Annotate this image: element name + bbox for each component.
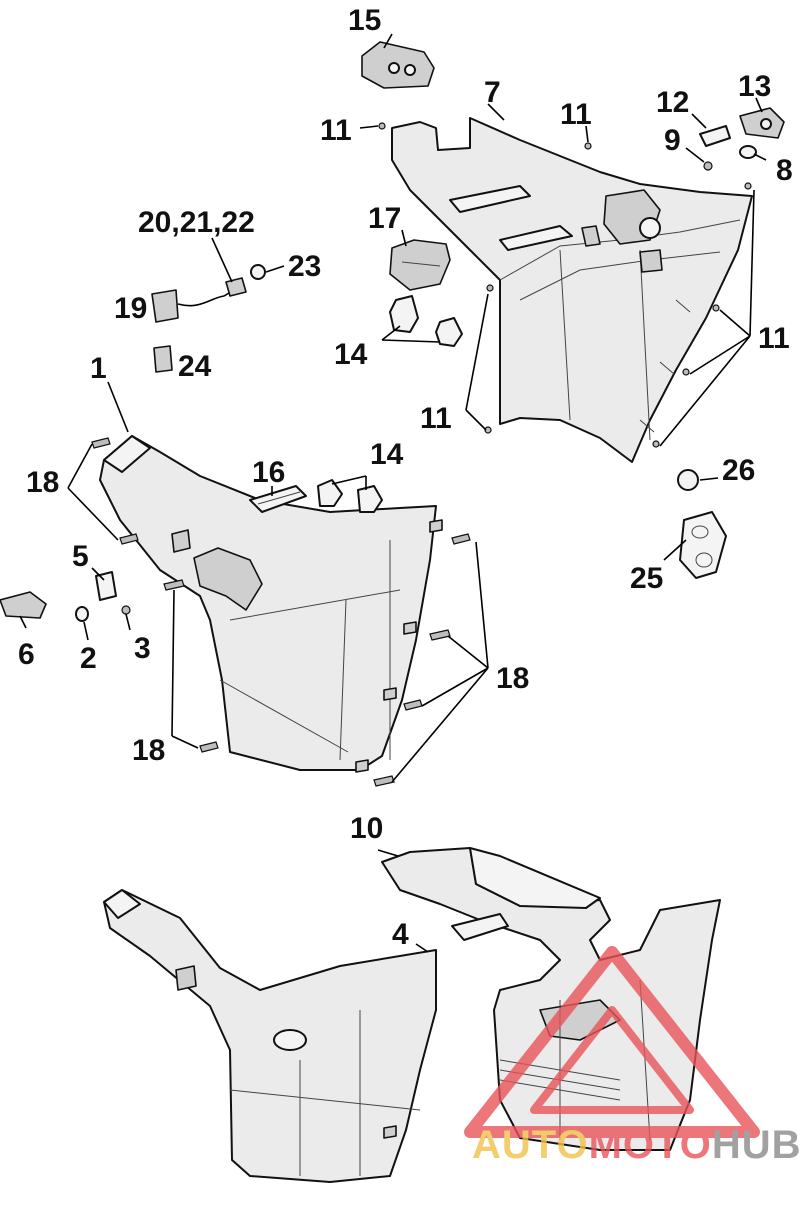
watermark-inner-triangle-icon: [530, 1006, 694, 1114]
callout-14-b: 14: [370, 438, 404, 471]
callout-25: 25: [630, 562, 663, 595]
part-4-lower-left-cowl-alt: [103, 889, 437, 1183]
callout-9: 9: [664, 124, 681, 157]
callout-1: 1: [90, 352, 107, 385]
callout-24: 24: [178, 350, 212, 383]
part-24-clip: [153, 345, 173, 373]
part-19-switch: [151, 277, 247, 323]
leader-lines: [19, 33, 767, 953]
callout-20-21-22: 20,21,22: [138, 206, 255, 239]
callout-14-a: 14: [334, 338, 368, 371]
callout-17: 17: [368, 202, 401, 235]
callout-4: 4: [392, 918, 409, 951]
part-15-bracket: [361, 41, 435, 89]
watermark-moto: MOTO: [589, 1123, 712, 1167]
part-6-latch: [0, 591, 47, 619]
screws-11: [378, 122, 752, 448]
part-8-washer: [739, 145, 757, 159]
callout-2: 2: [80, 642, 97, 675]
watermark-auto: AUTO: [472, 1123, 589, 1167]
callout-18-b: 18: [496, 662, 529, 695]
part-26-clamp: [677, 469, 699, 491]
callout-11-c: 11: [758, 322, 790, 355]
part-7-upper-right-cowl: [391, 117, 753, 463]
watermark-hub: HUB: [712, 1123, 800, 1167]
watermark-triangle-icon: [464, 946, 760, 1138]
callout-15: 15: [348, 4, 381, 37]
part-3-screw: [121, 605, 131, 615]
part-25-grommet: [679, 511, 727, 579]
part-2-washer: [75, 606, 89, 622]
screws-18: [91, 437, 471, 787]
callout-19: 19: [114, 292, 147, 325]
part-9-screw: [703, 161, 713, 171]
part-12-link: [699, 125, 731, 147]
part-13-latch: [739, 107, 785, 139]
part-16-pad: [249, 485, 307, 513]
callout-10: 10: [350, 812, 383, 845]
svg-text:AUTOMOTOHUB: AUTOMOTOHUB: [472, 1123, 800, 1167]
callout-12: 12: [656, 86, 689, 119]
callout-6: 6: [18, 638, 35, 671]
callout-5: 5: [72, 540, 89, 573]
callout-labels: 1 2 3 4 5 6 7 8 9 10 11 11 11 11 12 13 1…: [18, 4, 793, 951]
callout-3: 3: [134, 632, 151, 665]
callout-7: 7: [484, 76, 501, 109]
callout-18-c: 18: [132, 734, 165, 767]
part-23-nut: [250, 264, 266, 280]
part-5-link: [95, 571, 117, 601]
callout-11-a: 11: [320, 114, 352, 147]
callout-26: 26: [722, 454, 755, 487]
watermark: AUTOMOTOHUB: [464, 946, 800, 1167]
callout-11-b: 11: [560, 98, 592, 131]
part-17-clamp: [389, 239, 451, 291]
callout-13: 13: [738, 70, 771, 103]
callout-23: 23: [288, 250, 321, 283]
callout-18-a: 18: [26, 466, 59, 499]
part-1-lower-left-cowl: [99, 435, 443, 773]
callout-16: 16: [252, 456, 285, 489]
callout-8: 8: [776, 154, 793, 187]
callout-11-d: 11: [420, 402, 452, 435]
part-14-grommets: [317, 295, 463, 513]
